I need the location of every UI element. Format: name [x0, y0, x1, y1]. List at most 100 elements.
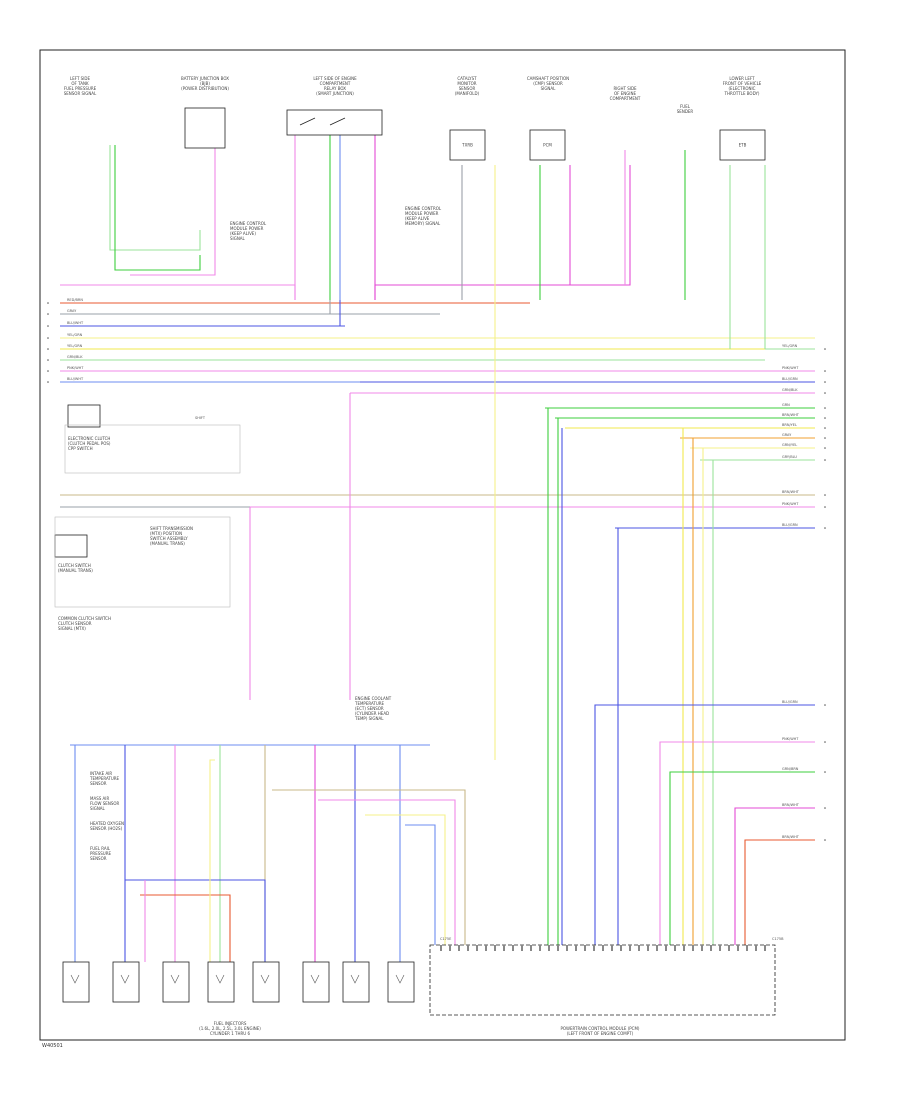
right-side-label: COMPARTMENT — [610, 96, 641, 101]
bus-terminal — [824, 392, 826, 394]
bus-wire-label: RED/BRN — [67, 298, 83, 302]
injector-2 — [112, 961, 140, 1003]
injector-7 — [342, 961, 370, 1003]
fuel-sender-label: FUEL — [680, 104, 691, 109]
catalyst-label: MONITOR — [457, 81, 476, 86]
bus-terminal — [824, 407, 826, 409]
ele-clutch-label: ELECTRONIC CLUTCH — [68, 436, 110, 441]
bus-terminal — [824, 427, 826, 429]
bus-terminal — [47, 325, 49, 327]
bus-terminal — [824, 527, 826, 529]
pcm-pin — [557, 945, 559, 951]
output-wire — [594, 704, 815, 945]
sensor-wire — [140, 894, 231, 962]
pcm-pin — [710, 945, 712, 951]
right-bus-label: BLU/GRN — [782, 523, 798, 527]
bus-terminal — [47, 313, 49, 315]
catalyst-label: CATALYST — [457, 76, 477, 81]
bus-terminal — [47, 302, 49, 304]
output-terminal — [824, 704, 826, 706]
manual-trans-label: (MTX) POSITION — [150, 531, 182, 536]
cam-sensor-label: (CMP) SENSOR — [533, 81, 563, 86]
output-label: BRN/WHT — [782, 835, 800, 839]
injector-5-symbol — [260, 974, 270, 984]
catalyst-label: SENSOR — [459, 86, 476, 91]
pcm-pin — [458, 945, 460, 951]
clutch-switch-box — [67, 404, 101, 428]
pcm-pin — [620, 945, 622, 951]
pcm-pin — [440, 945, 442, 951]
bus-terminal — [824, 459, 826, 461]
sensor-note-label: FLOW SENSOR — [90, 801, 120, 806]
pcm-pin — [593, 945, 595, 951]
kam-note-label: MEMORY) SIGNAL — [405, 221, 441, 226]
output-wire — [669, 771, 815, 945]
injectors-caption: FUEL INJECTORS — [214, 1021, 247, 1026]
ect-note-label: (ECT) SENSOR — [355, 706, 384, 711]
bus-terminal — [824, 437, 826, 439]
relay-box-label: RELAY BOX — [324, 86, 346, 91]
right-bus-label: GRY/BLU — [782, 455, 797, 459]
pcm-pin — [656, 945, 658, 951]
sensor-left-label: OF TANK — [71, 81, 89, 86]
right-bus-label: GRAY — [782, 433, 792, 437]
output-label: GRN/BRN — [782, 767, 799, 771]
pcm-pin — [602, 945, 604, 951]
fuel-sender-label: SENDER — [677, 109, 694, 114]
right-bus-label: PNK/WHT — [782, 502, 799, 506]
cam-sensor-label: CAMSHAFT POSITION — [527, 76, 569, 81]
ect-note-label: TEMP) SIGNAL — [354, 716, 384, 721]
sensor-wire — [318, 799, 456, 945]
bus-wire-label: BLU/WHT — [67, 377, 84, 381]
bus-terminal — [47, 370, 49, 372]
pcm-pin — [665, 945, 667, 951]
sensor-left-label: SENSOR SIGNAL — [64, 91, 97, 96]
injector-2-symbol — [120, 974, 130, 984]
cm-clutch-label: SIGNAL (MTX) — [58, 626, 86, 631]
sensor-wire — [209, 759, 215, 962]
mtx-switch-box — [54, 534, 88, 558]
pcm-pin — [485, 945, 487, 951]
ele-clutch-label: CPP SWITCH — [68, 446, 93, 451]
injector-1 — [62, 961, 90, 1003]
injectors-caption: CYLINDER 1 THRU 6 — [210, 1031, 250, 1036]
diagram-frame — [39, 49, 846, 1041]
pcm-pin — [683, 945, 685, 951]
clutch-switch-label: CLUTCH SWITCH — [58, 563, 91, 568]
pcm-pin — [476, 945, 478, 951]
keep-alive-note-label: (KEEP ALIVE) — [230, 231, 256, 236]
relay-wire — [374, 165, 631, 300]
relay-switch-icon — [299, 117, 346, 126]
output-terminal — [824, 807, 826, 809]
right-bus-label: BRN/YEL — [782, 423, 797, 427]
output-terminal — [824, 839, 826, 841]
right-bus-label: YEL/GRN — [782, 344, 798, 348]
cm-clutch-label: COMMON CLUTCH SWITCH — [58, 616, 111, 621]
cam-sensor-label: SIGNAL — [541, 86, 557, 91]
output-label: BLU/GRN — [782, 700, 798, 704]
sensor-note-label: FUEL RAIL — [90, 846, 111, 851]
injector-4 — [207, 961, 235, 1003]
right-bus-label: BRN/WHT — [782, 490, 800, 494]
clutch-switch-label: (MANUAL TRANS) — [58, 568, 93, 573]
output-wire — [744, 839, 815, 945]
pcm-pin — [638, 945, 640, 951]
pcm-pin — [584, 945, 586, 951]
relay-box-label: COMPARTMENT — [320, 81, 351, 86]
pcm-pin — [449, 945, 451, 951]
ele-clutch-label: (CLUTCH PEDAL POS) — [68, 441, 111, 446]
manual-trans-label: SWITCH ASSEMBLY — [150, 536, 188, 541]
manual-trans-label: SHIFT TRANSMISSION — [150, 526, 193, 531]
injector-8-symbol — [395, 974, 405, 984]
output-wire — [659, 741, 815, 945]
cm-clutch-label: CLUTCH SENSOR — [58, 621, 92, 626]
pcm-pin-label: C175E — [440, 937, 451, 941]
output-wire — [734, 807, 815, 945]
bus-terminal — [47, 381, 49, 383]
ele-clutch-note: SHIFT — [195, 416, 206, 420]
right-bus-label: PNK/WHT — [782, 366, 799, 370]
pcm-pin — [494, 945, 496, 951]
right-bus-label: GRN/BLK — [782, 388, 798, 392]
bus-terminal — [47, 337, 49, 339]
pcm-caption: POWERTRAIN CONTROL MODULE (PCM) — [561, 1026, 640, 1031]
